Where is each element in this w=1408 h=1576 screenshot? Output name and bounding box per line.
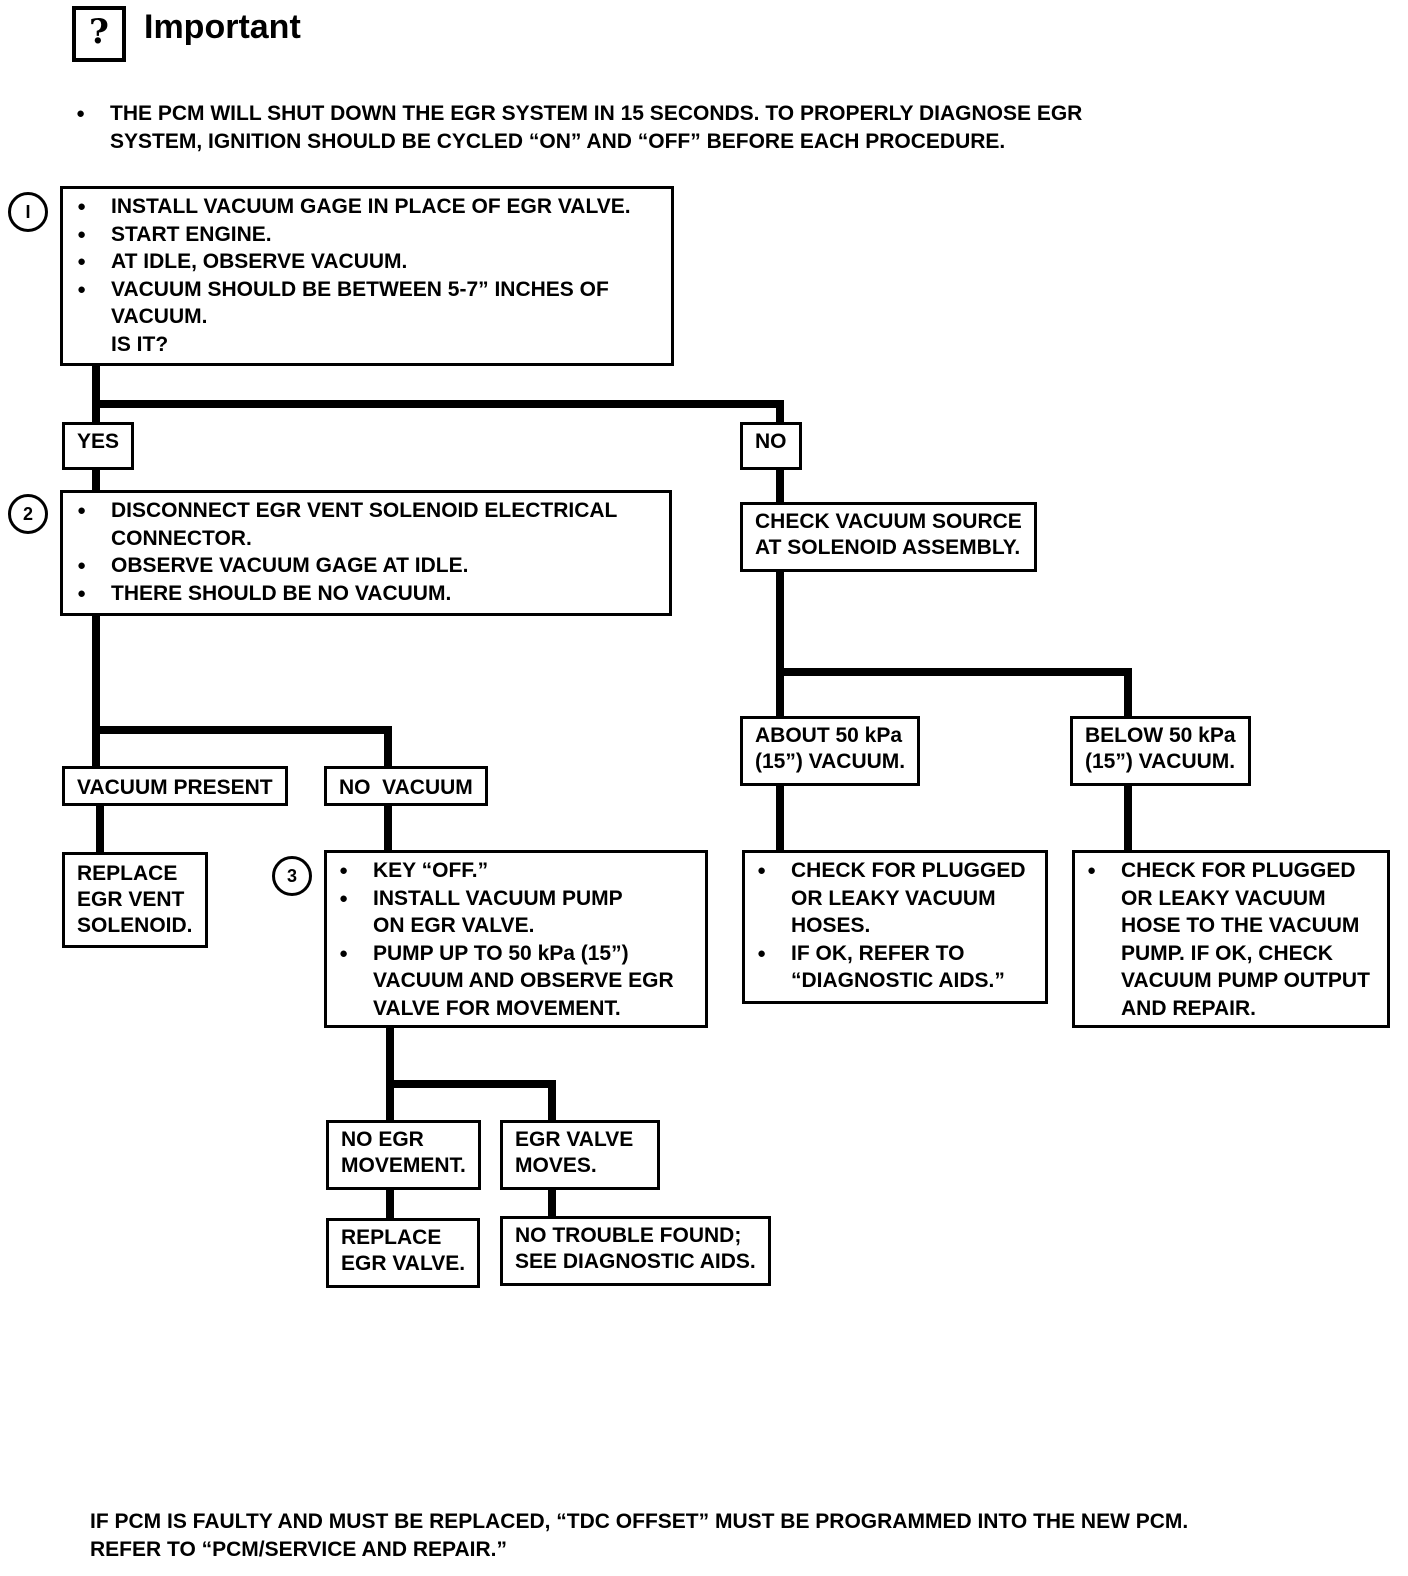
connector-line — [548, 1186, 556, 1220]
important-mark-icon: ? — [72, 6, 126, 62]
step-2-number: 2 — [8, 494, 48, 534]
connector-line — [776, 466, 784, 506]
check-pump-hose-item: CHECK FOR PLUGGED OR LEAKY VACUUM HOSE T… — [1087, 857, 1381, 1022]
branch-below-50-kpa: BELOW 50 kPa (15”) VACUUM. — [1070, 716, 1251, 786]
step-1-item: VACUUM SHOULD BE BETWEEN 5-7” INCHES OF … — [77, 276, 651, 331]
important-note-line2: SYSTEM, IGNITION SHOULD BE CYCLED “ON” A… — [110, 130, 1006, 153]
branch-no-egr-movement: NO EGR MOVEMENT. — [326, 1120, 481, 1190]
check-plugged-hoses-item: IF OK, REFER TO “DIAGNOSTIC AIDS.” — [757, 940, 1039, 995]
connector-line — [776, 784, 784, 854]
below-50-line1: BELOW 50 kPa — [1085, 724, 1236, 747]
step-1-item: START ENGINE. — [77, 221, 661, 249]
connector-line — [384, 726, 392, 770]
step-2-box: DISCONNECT EGR VENT SOLENOID ELECTRICAL … — [60, 490, 672, 616]
connector-line — [1124, 668, 1132, 720]
connector-line — [92, 726, 392, 734]
footer-line1: IF PCM IS FAULTY AND MUST BE REPLACED, “… — [90, 1510, 1189, 1533]
about-50-line2: (15”) VACUUM. — [755, 750, 906, 773]
important-note-line1: THE PCM WILL SHUT DOWN THE EGR SYSTEM IN… — [110, 102, 1083, 125]
check-vacuum-source-line1: CHECK VACUUM SOURCE — [755, 510, 1022, 533]
connector-line — [776, 400, 784, 426]
check-vacuum-source-box: CHECK VACUUM SOURCE AT SOLENOID ASSEMBLY… — [740, 502, 1037, 572]
step-2-item: THERE SHOULD BE NO VACUUM. — [77, 580, 659, 608]
step-1-box: INSTALL VACUUM GAGE IN PLACE OF EGR VALV… — [60, 186, 674, 366]
branch-yes: YES — [62, 422, 135, 470]
check-vacuum-source-line2: AT SOLENOID ASSEMBLY. — [755, 536, 1021, 559]
no-egr-movement-line1: NO EGR — [341, 1128, 424, 1151]
connector-line — [96, 804, 104, 854]
check-pump-hose-box: CHECK FOR PLUGGED OR LEAKY VACUUM HOSE T… — [1072, 850, 1390, 1028]
connector-line — [386, 1024, 394, 1122]
connector-line — [92, 362, 100, 426]
replace-egr-valve-box: REPLACE EGR VALVE. — [326, 1218, 481, 1288]
connector-line — [92, 612, 100, 770]
branch-egr-valve-moves: EGR VALVE MOVES. — [500, 1120, 660, 1190]
replace-vent-solenoid-line3: SOLENOID. — [77, 914, 193, 937]
connector-line — [92, 400, 784, 408]
branch-no-vacuum: NO VACUUM — [324, 766, 488, 806]
step-1-number: I — [8, 192, 48, 232]
step-3-item: KEY “OFF.” — [339, 857, 697, 885]
about-50-line1: ABOUT 50 kPa — [755, 724, 903, 747]
connector-line — [1124, 784, 1132, 854]
check-plugged-hoses-box: CHECK FOR PLUGGED OR LEAKY VACUUM HOSES.… — [742, 850, 1048, 1004]
connector-line — [384, 804, 392, 854]
no-egr-movement-line2: MOVEMENT. — [341, 1154, 466, 1177]
connector-line — [776, 668, 1132, 676]
egr-valve-moves-line1: EGR VALVE — [515, 1128, 634, 1151]
step-2-item: DISCONNECT EGR VENT SOLENOID ELECTRICAL … — [77, 497, 651, 552]
connector-line — [776, 570, 784, 720]
step-1-item: INSTALL VACUUM GAGE IN PLACE OF EGR VALV… — [77, 193, 661, 221]
branch-vacuum-present: VACUUM PRESENT — [62, 766, 288, 806]
step-3-box: KEY “OFF.” INSTALL VACUUM PUMP ON EGR VA… — [324, 850, 708, 1028]
step-3-number: 3 — [272, 856, 312, 896]
important-title: Important — [144, 8, 301, 46]
important-note: ● THE PCM WILL SHUT DOWN THE EGR SYSTEM … — [76, 100, 1276, 156]
no-trouble-found-line1: NO TROUBLE FOUND; — [515, 1224, 742, 1247]
step-3-item: INSTALL VACUUM PUMP ON EGR VALVE. — [339, 885, 653, 940]
connector-line — [386, 1080, 556, 1088]
step-1-question: IS IT? — [111, 332, 169, 356]
connector-line — [548, 1080, 556, 1122]
replace-vent-solenoid-line2: EGR VENT — [77, 888, 185, 911]
step-2-item: OBSERVE VACUUM GAGE AT IDLE. — [77, 552, 659, 580]
step-1-item: AT IDLE, OBSERVE VACUUM. — [77, 248, 661, 276]
footer-note: IF PCM IS FAULTY AND MUST BE REPLACED, “… — [90, 1508, 1390, 1564]
replace-egr-valve-line1: REPLACE — [341, 1226, 442, 1249]
no-trouble-found-line2: SEE DIAGNOSTIC AIDS. — [515, 1250, 756, 1273]
replace-vent-solenoid-box: REPLACE EGR VENT SOLENOID. — [62, 852, 208, 948]
no-trouble-found-box: NO TROUBLE FOUND; SEE DIAGNOSTIC AIDS. — [500, 1216, 771, 1286]
replace-egr-valve-line2: EGR VALVE. — [341, 1252, 466, 1275]
step-3-item: PUMP UP TO 50 kPa (15”) VACUUM AND OBSER… — [339, 940, 697, 1023]
check-plugged-hoses-item: CHECK FOR PLUGGED OR LEAKY VACUUM HOSES. — [757, 857, 1039, 940]
branch-about-50-kpa: ABOUT 50 kPa (15”) VACUUM. — [740, 716, 921, 786]
connector-line — [386, 1186, 394, 1220]
egr-valve-moves-line2: MOVES. — [515, 1154, 597, 1177]
connector-line — [92, 466, 100, 494]
branch-no: NO — [740, 422, 802, 470]
bullet-icon: ● — [76, 105, 86, 122]
footer-line2: REFER TO “PCM/SERVICE AND REPAIR.” — [90, 1538, 507, 1561]
below-50-line2: (15”) VACUUM. — [1085, 750, 1236, 773]
replace-vent-solenoid-line1: REPLACE — [77, 862, 178, 885]
